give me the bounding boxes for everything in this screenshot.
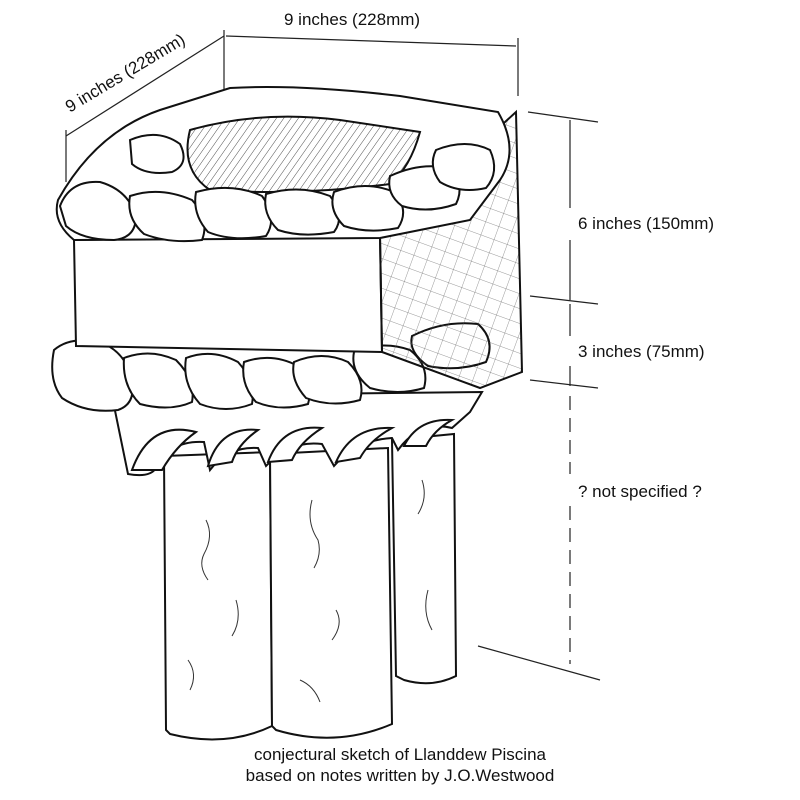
shaft-cracks bbox=[187, 479, 433, 703]
scallop-capital bbox=[110, 390, 484, 477]
dimension-top-width: 9 inches (228mm) bbox=[284, 10, 421, 29]
upper-rope-band bbox=[58, 133, 496, 243]
dimension-bowl-height: 6 inches (150mm) bbox=[578, 214, 715, 233]
dimension-lines bbox=[65, 30, 601, 681]
caption-line-1: conjectural sketch of Llanddew Piscina bbox=[254, 745, 546, 764]
dimension-shaft-height: ? not specified ? bbox=[578, 482, 702, 501]
caption: conjectural sketch of Llanddew Piscina b… bbox=[0, 744, 800, 786]
caption-line-2: based on notes written by J.O.Westwood bbox=[245, 766, 555, 785]
shaft-columns bbox=[162, 432, 458, 741]
dimension-band-height: 3 inches (75mm) bbox=[578, 342, 705, 361]
